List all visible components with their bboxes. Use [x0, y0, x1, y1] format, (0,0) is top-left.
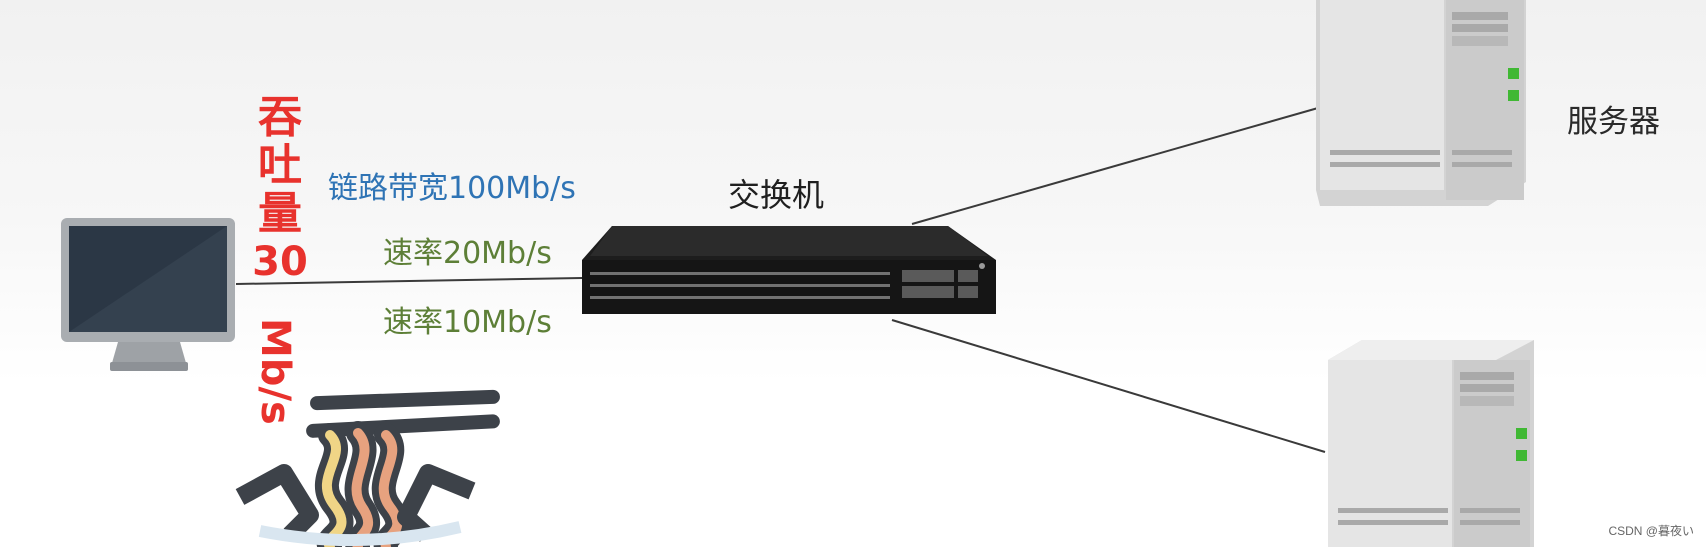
switch-label: 交换机	[728, 176, 825, 214]
watermark: CSDN @暮夜い	[1608, 524, 1694, 538]
link-computer-switch	[235, 277, 583, 285]
link-switch-server-top	[911, 107, 1319, 225]
server-icon	[1316, 0, 1526, 206]
throughput-char-2: 吐	[258, 140, 302, 191]
throughput-number: 30	[252, 239, 308, 285]
computer-icon	[61, 218, 235, 371]
throughput-chars: 吞 吐 量	[240, 94, 320, 238]
throughput-unit-wrap: Mb/s	[252, 318, 302, 438]
link-switch-server-bottom	[891, 319, 1326, 453]
throughput-label: 吞 吐 量 30	[240, 94, 320, 285]
rate-top-label: 速率20Mb/s	[383, 236, 552, 271]
noodles-icon	[235, 389, 500, 547]
bandwidth-label: 链路带宽100Mb/s	[328, 171, 576, 206]
rate-bottom-label: 速率10Mb/s	[383, 305, 552, 340]
throughput-char-3: 量	[258, 188, 302, 239]
server-icon	[1328, 340, 1534, 547]
throughput-char-1: 吞	[258, 92, 302, 143]
switch-icon	[582, 226, 996, 314]
server-label: 服务器	[1567, 104, 1660, 140]
throughput-unit: Mb/s	[252, 318, 298, 425]
